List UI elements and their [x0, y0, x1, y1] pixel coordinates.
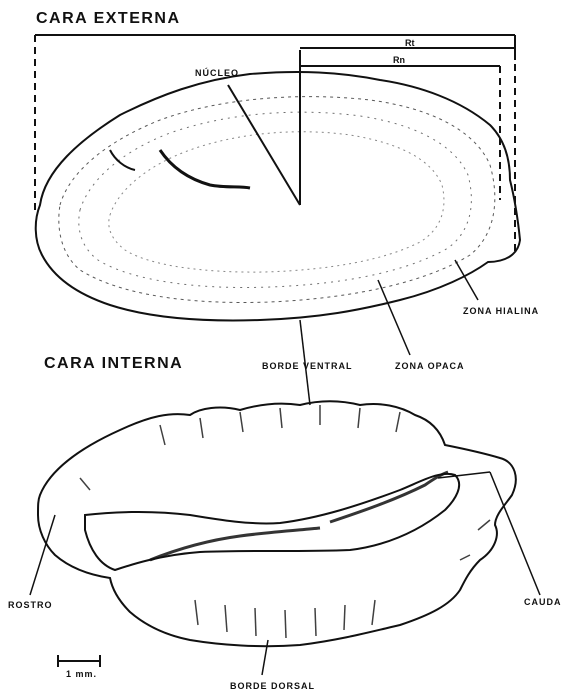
growth-ring: [109, 132, 444, 272]
external-face-heading: CARA EXTERNA: [36, 10, 181, 28]
growth-ring: [79, 112, 472, 287]
dark-mark: [110, 150, 135, 170]
opaque-zone-label: ZONA OPACA: [395, 361, 465, 371]
nucleus-label: NÚCLEO: [195, 68, 239, 78]
internal-face-drawing: [30, 401, 540, 675]
opaque-leader: [378, 280, 410, 355]
sulcus: [85, 474, 459, 570]
sulcus-mark: [330, 472, 448, 522]
rostro-leader: [30, 515, 55, 595]
rt-label: Rt: [405, 38, 415, 48]
hyaline-zone-label: ZONA HIALINA: [463, 306, 539, 316]
external-face-drawing: [35, 35, 520, 405]
cauda-label: CAUDA: [524, 597, 562, 607]
rt-bracket: [35, 35, 515, 255]
internal-face-heading: CARA INTERNA: [44, 355, 183, 373]
dark-mark: [160, 150, 250, 188]
rn-label: Rn: [393, 55, 405, 65]
ventral-edge-label: BORDE VENTRAL: [262, 361, 353, 371]
dorsal-edge-label: BORDE DORSAL: [230, 681, 315, 691]
external-outline: [36, 72, 520, 320]
dorsal-leader: [262, 640, 268, 675]
scale-label: 1 mm.: [66, 669, 97, 679]
rostrum-label: ROSTRO: [8, 600, 53, 610]
